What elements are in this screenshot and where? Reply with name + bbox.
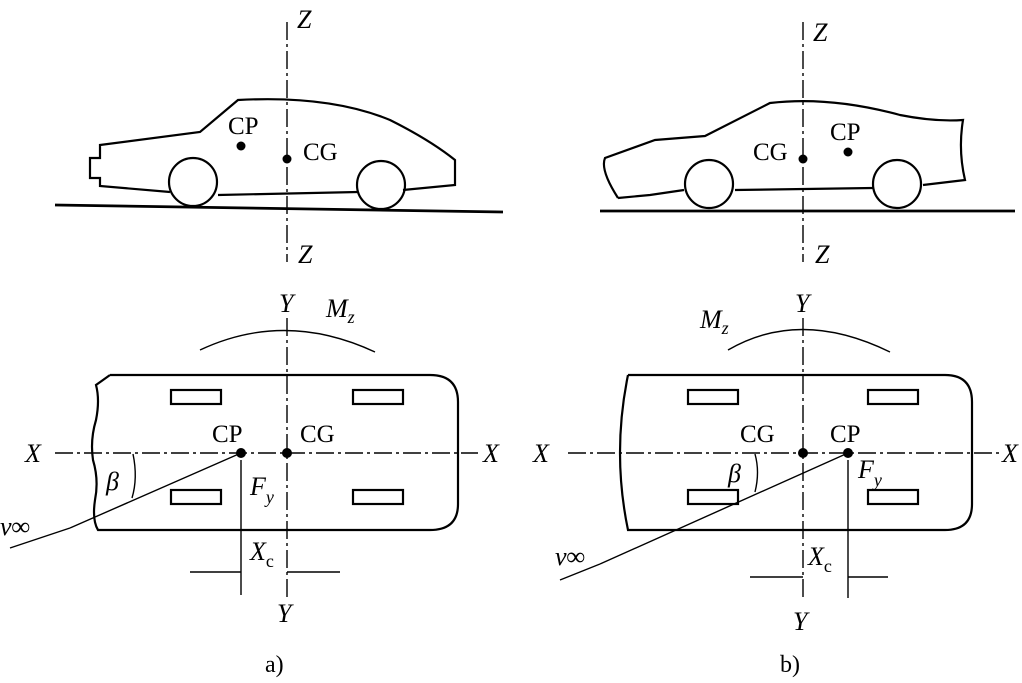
flow-line-b: [599, 452, 849, 565]
velocity-line-b: [559, 563, 601, 581]
cg-label-side-a: CG: [303, 139, 338, 166]
car-body-b: [602, 100, 967, 200]
velocity-label-b: v∞: [555, 542, 585, 571]
x-label-left-a: X: [24, 439, 42, 468]
wheel-top-a-3: [169, 488, 223, 506]
z-label-top-a: Z: [297, 5, 312, 34]
cp-point-top-b: [843, 448, 853, 458]
offset-label-a: Xc: [249, 537, 274, 571]
z-label-bottom-b: Z: [815, 240, 830, 269]
z-label-bottom-a: Z: [298, 240, 313, 269]
cg-point-side-b: [798, 154, 808, 164]
wheel-top-a-1: [169, 388, 223, 406]
wheel-top-b-1: [686, 388, 740, 406]
moment-label-a: Mz: [325, 294, 355, 327]
beta-label-b: β: [727, 459, 741, 488]
cp-point-side-a: [236, 141, 246, 151]
x-label-left-b: X: [532, 439, 550, 468]
wheel-top-a-2: [351, 388, 405, 406]
force-label-a: Fy: [249, 472, 274, 507]
cg-point-top-a: [282, 448, 292, 458]
wheel-front-b: [683, 158, 735, 210]
panel-b-side-view: Z Z CP CG: [600, 18, 1015, 269]
wheel-rear-a: [355, 159, 407, 211]
y-label-bottom-a: Y: [277, 599, 294, 628]
wheel-top-b-3: [686, 488, 740, 506]
caption-a: a): [265, 652, 284, 678]
cg-label-side-b: CG: [753, 139, 788, 166]
car-outline-top-b: [618, 373, 974, 532]
cg-label-top-b: CG: [740, 421, 775, 448]
wheel-top-b-2: [866, 388, 920, 406]
x-label-right-b: X: [1001, 439, 1019, 468]
cp-point-side-b: [843, 147, 853, 157]
beta-arc-a: [131, 453, 136, 499]
moment-arrow-a: [199, 329, 376, 353]
y-label-bottom-b: Y: [793, 607, 810, 636]
y-label-top-a: Y: [279, 289, 296, 318]
ground-line-a: [54, 203, 504, 214]
caption-b: b): [780, 652, 800, 678]
cp-point-top-a: [236, 448, 246, 458]
x-label-right-a: X: [482, 439, 500, 468]
z-label-top-b: Z: [813, 18, 828, 47]
beta-arc-b: [754, 453, 759, 493]
offset-label-b: Xc: [807, 542, 832, 576]
panel-b-top-view: Y Y X X Mz CG CP β v∞ Fy Xc: [532, 289, 1019, 636]
car-outline-top-a: [90, 373, 460, 532]
moment-arrow-b: [727, 328, 891, 353]
velocity-arrow-a: [9, 527, 71, 549]
cg-label-top-a: CG: [300, 421, 335, 448]
cp-label-side-b: CP: [830, 119, 861, 146]
panel-a-side-view: Z Z CP CG: [54, 5, 504, 269]
wheel-top-a-4: [351, 488, 405, 506]
cg-point-side-a: [282, 154, 292, 164]
y-label-top-b: Y: [795, 289, 812, 318]
moment-label-b: Mz: [699, 305, 729, 338]
wheel-front-a: [167, 156, 219, 208]
flow-line-a: [69, 452, 242, 529]
wheel-top-b-4: [866, 488, 920, 506]
cg-point-top-b: [798, 448, 808, 458]
panel-a-top-view: Y Y X X Mz CP CG β v∞ Fy Xc: [0, 289, 500, 628]
wheel-rear-b: [871, 158, 923, 210]
cp-label-top-b: CP: [830, 421, 861, 448]
beta-label-a: β: [105, 467, 119, 496]
cp-label-top-a: CP: [212, 421, 243, 448]
force-label-b: Fy: [857, 455, 882, 490]
car-body-a: [88, 98, 457, 197]
velocity-label-a: v∞: [0, 512, 30, 541]
cp-label-side-a: CP: [228, 113, 259, 140]
